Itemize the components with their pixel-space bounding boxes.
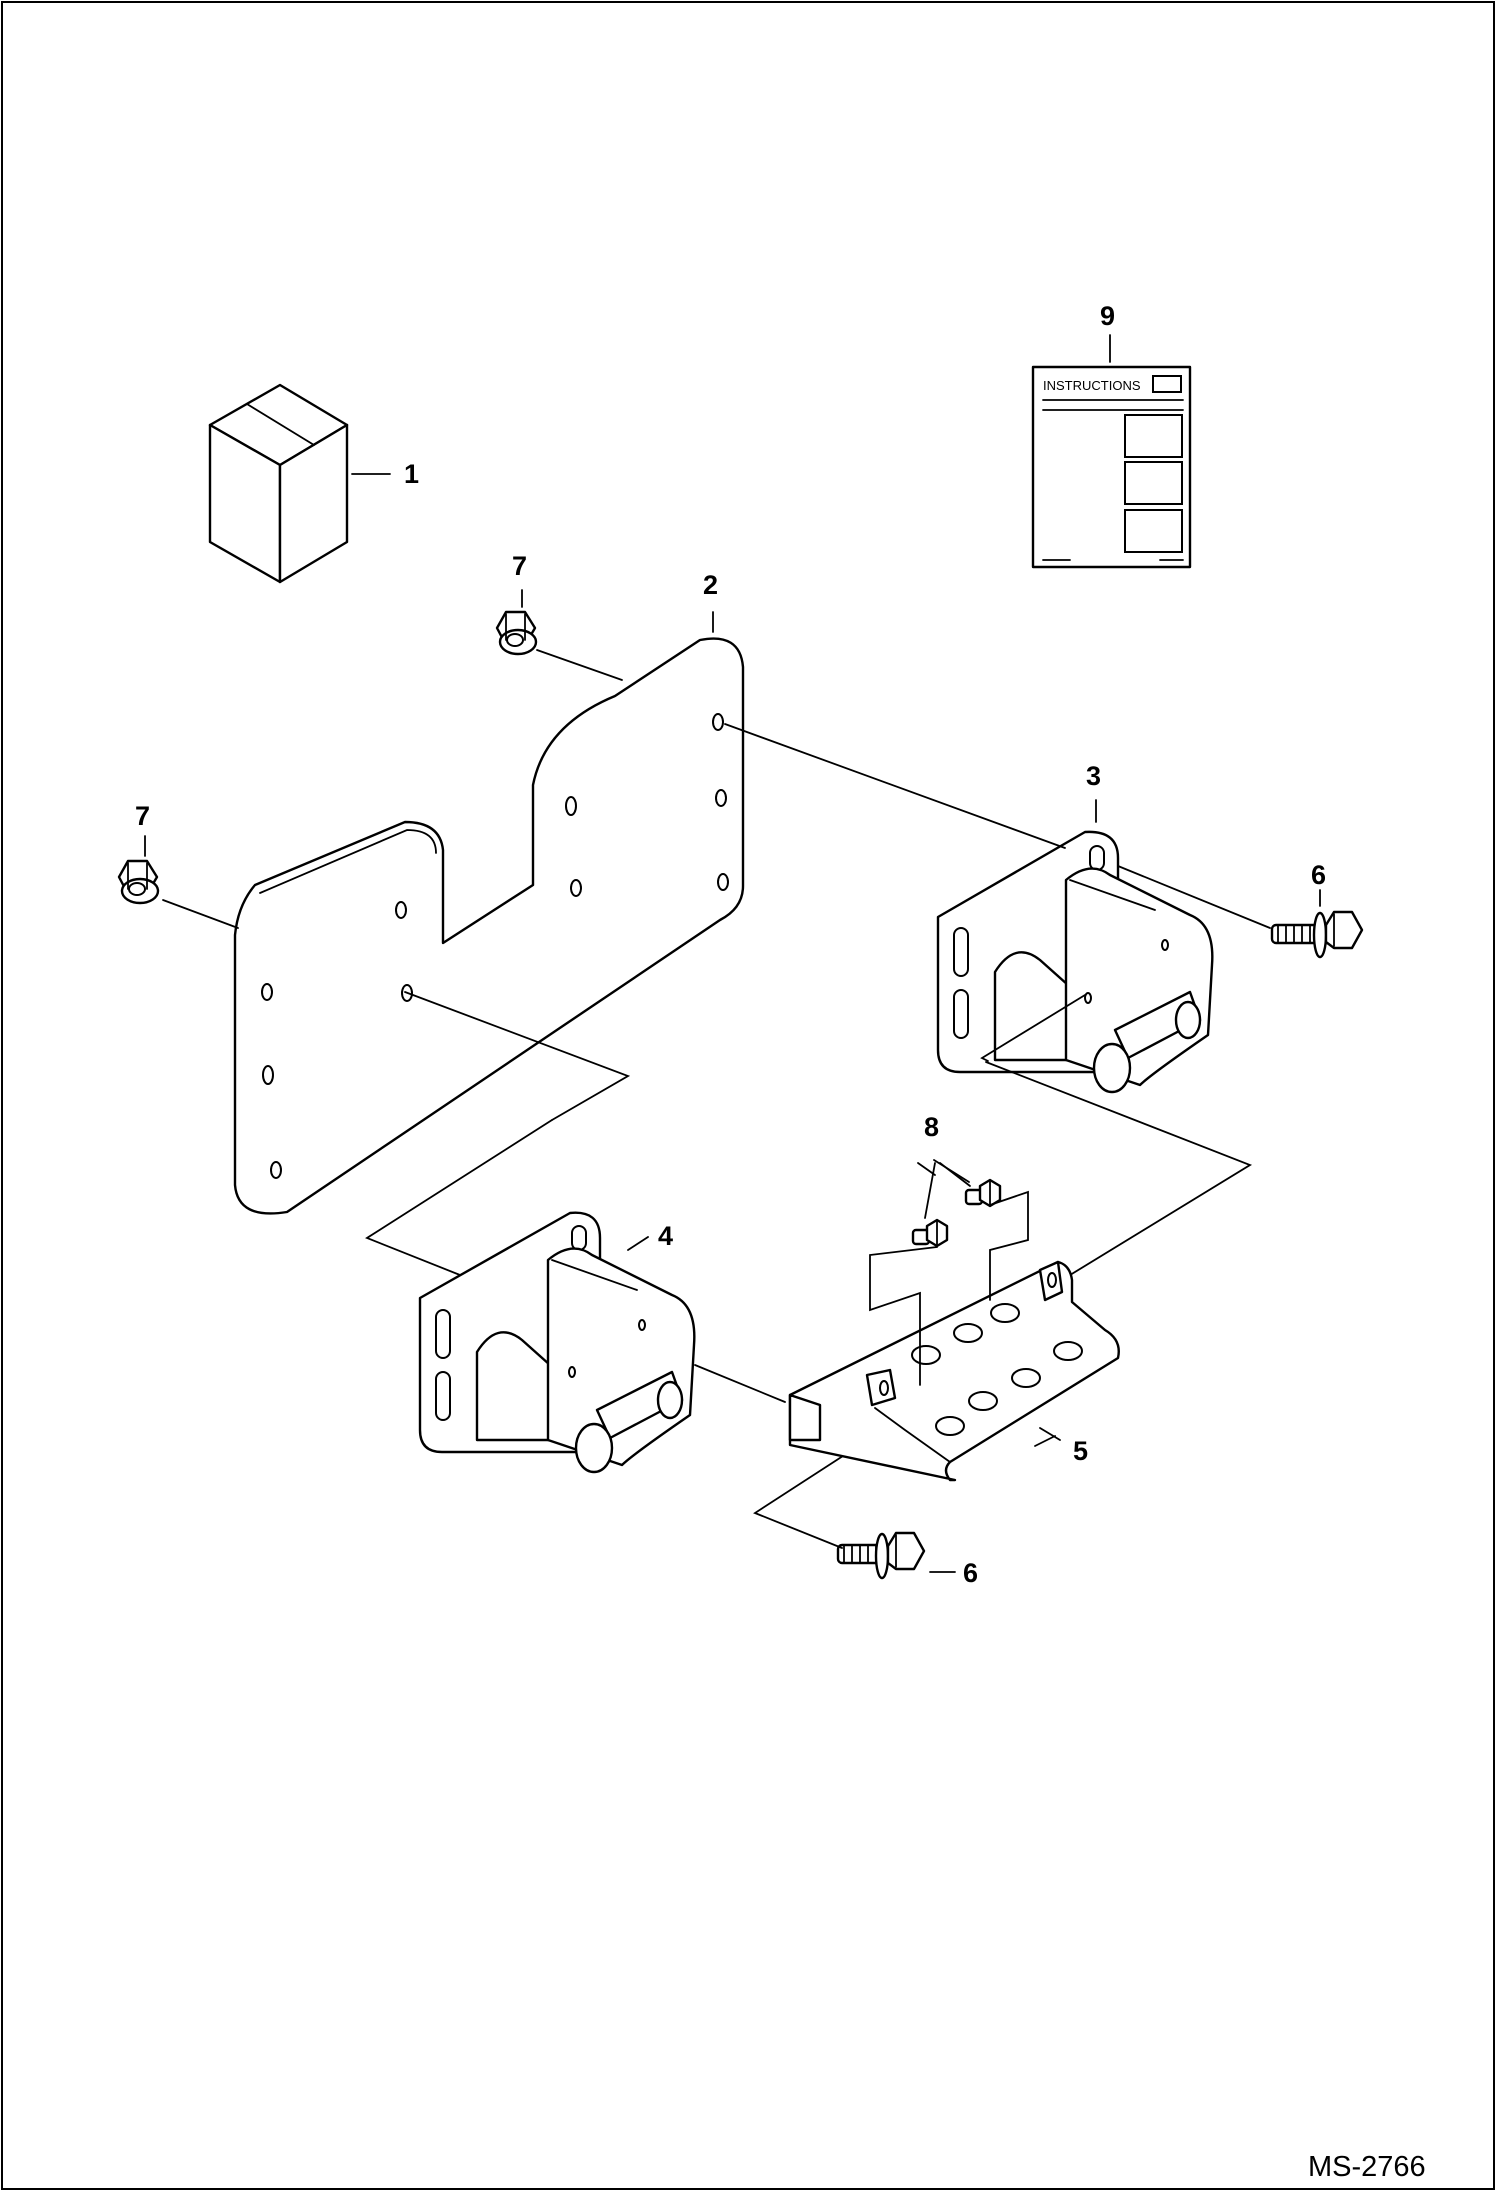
callout-1: 1 xyxy=(404,459,419,489)
leader-bolt-bottom xyxy=(753,1431,881,1549)
part-screw-lower xyxy=(911,1218,949,1248)
part-nut-top xyxy=(495,610,538,656)
part-bolt-right xyxy=(1270,910,1364,959)
part-box xyxy=(208,383,349,584)
part-manual: INSTRUCTIONS xyxy=(1031,365,1192,569)
part-step xyxy=(788,1260,1120,1482)
callout-4: 4 xyxy=(658,1221,673,1251)
part-bolt-bottom xyxy=(836,1531,926,1580)
leader-nut-top xyxy=(536,649,623,681)
callout-8: 8 xyxy=(924,1112,939,1142)
leader-5 xyxy=(1039,1427,1061,1441)
leader-bolt-right xyxy=(1117,865,1271,929)
leader-8-upper xyxy=(933,1159,970,1183)
part-bracket-left xyxy=(418,1211,696,1474)
part-bracket-right xyxy=(936,830,1214,1094)
manual-label: INSTRUCTIONS xyxy=(1043,378,1141,393)
assembly-line-plate-lower xyxy=(404,991,631,1121)
assembly-line-upper xyxy=(724,723,1066,849)
assembly-line-left-bracket-step xyxy=(694,1364,786,1403)
part-screw-upper xyxy=(964,1178,1002,1208)
callout-2: 2 xyxy=(703,570,718,600)
assembly-line-plate-left-bracket xyxy=(365,1119,553,1276)
document-ref: MS-2766 xyxy=(1308,2151,1426,2183)
alignment-upper-screw xyxy=(989,1190,1029,1301)
part-plate xyxy=(233,637,745,1215)
leader-4 xyxy=(627,1236,649,1251)
leader-nut-left xyxy=(162,899,239,929)
leader-8-lower-arrow xyxy=(917,1162,936,1176)
assembly-line-right-bracket-step xyxy=(985,1061,1253,1284)
part-nut-left xyxy=(117,859,160,905)
callout-6a: 6 xyxy=(1311,860,1326,890)
callout-5: 5 xyxy=(1073,1436,1088,1466)
callout-9: 9 xyxy=(1100,301,1115,331)
callout-3: 3 xyxy=(1086,761,1101,791)
alignment-lower-screw xyxy=(869,1246,938,1386)
callout-7a: 7 xyxy=(512,551,527,581)
callout-6b: 6 xyxy=(963,1558,978,1588)
callout-7b: 7 xyxy=(135,801,150,831)
leader-8-lower xyxy=(924,1162,936,1219)
assembly-line-bracket-inner xyxy=(980,994,1086,1062)
